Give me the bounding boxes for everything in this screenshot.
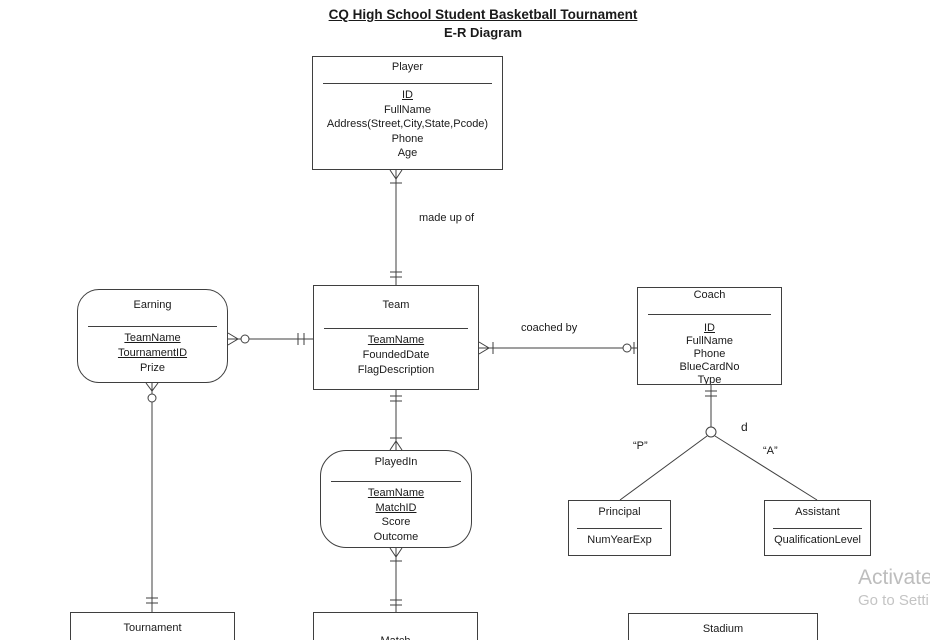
subtype-label-p: “P” [633,440,648,452]
page-title: CQ High School Student Basketball Tourna… [328,7,638,22]
page-subtitle: E-R Diagram [443,25,523,40]
relationship-label-coached-by: coached by [521,322,578,334]
entity-name: Match [314,613,477,640]
attribute: Age [397,147,418,159]
separator [773,528,862,529]
attribute: FullName [383,103,432,116]
playedin-match-connector [389,547,403,612]
attribute: NumYearExp [587,534,652,546]
entity-name: Team [382,299,410,311]
attribute-key: TeamName [124,332,181,344]
attribute: Prize [139,362,166,374]
activate-watermark-line2: Go to Setti [858,592,929,609]
player-team-connector [389,169,403,285]
entity-team: Team TeamName FoundedDate FlagDescriptio… [313,285,479,390]
activate-watermark-line1: Activate [858,566,930,589]
entity-match: Match [313,612,478,640]
attribute: Type [697,374,722,385]
attribute: FullName [685,335,734,347]
attribute: Score [381,516,411,528]
diagram-title-block: CQ High School Student Basketball Tourna… [283,6,683,42]
entity-name: Assistant [795,506,840,518]
coach-subtype-connector [619,385,818,501]
attribute-key: TeamName [367,487,425,499]
subtype-label-a: “A” [763,445,778,457]
attribute-key: MatchID [375,501,417,514]
earning-tournament-connector [145,382,159,612]
attribute: BlueCardNo [679,361,740,373]
attribute-key: ID [402,89,413,101]
entity-player: Player ID FullName Address(Street,City,S… [312,56,503,170]
relationship-label-made-up-of: made up of [419,212,475,224]
separator [88,326,217,327]
entity-tournament: Tournament [70,612,235,640]
entity-name: Tournament [123,622,182,634]
attribute: Phone [391,132,424,145]
entity-name: Principal [598,506,641,518]
team-coach-connector [478,341,637,355]
team-playedin-connector [389,390,403,451]
entity-name: Stadium [702,623,744,635]
entity-principal: Principal NumYearExp [568,500,671,556]
separator [331,481,461,482]
separator [577,528,662,529]
attribute-key: TeamName [367,334,425,346]
attribute: Outcome [373,530,419,543]
separator [324,328,468,329]
entity-stadium: Stadium [628,613,818,640]
entity-coach: Coach ID FullName Phone BlueCardNo Type [637,287,782,385]
entity-earning: Earning TeamName TournamentID Prize [77,289,228,383]
entity-name: Earning [133,299,172,311]
entity-name: PlayedIn [374,456,418,468]
entity-name: Player [391,61,424,73]
separator [323,83,492,84]
attribute: FoundedDate [362,349,430,361]
earning-team-connector [227,332,313,346]
attribute: Address(Street,City,State,Pcode) [326,118,489,130]
attribute-key: TournamentID [117,347,188,359]
entity-playedin: PlayedIn TeamName MatchID Score Outcome [320,450,472,548]
entity-name: Coach [693,289,726,301]
entity-assistant: Assistant QualificationLevel [764,500,871,556]
attribute: Phone [693,348,726,360]
disjoint-label: d [741,420,748,434]
separator [648,314,771,315]
attribute: FlagDescription [357,364,435,376]
attribute-key: ID [704,322,715,334]
attribute: QualificationLevel [774,534,861,546]
